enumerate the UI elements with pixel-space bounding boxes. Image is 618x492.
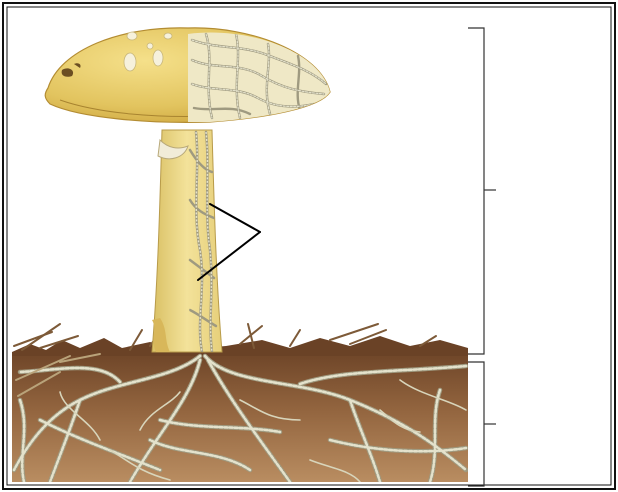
mycelium-bracket <box>468 362 496 486</box>
fruiting-body-bracket <box>468 28 496 354</box>
mushroom-stalk <box>152 130 222 352</box>
pointer-line-upper <box>210 204 260 232</box>
mushroom-cap <box>45 26 333 126</box>
